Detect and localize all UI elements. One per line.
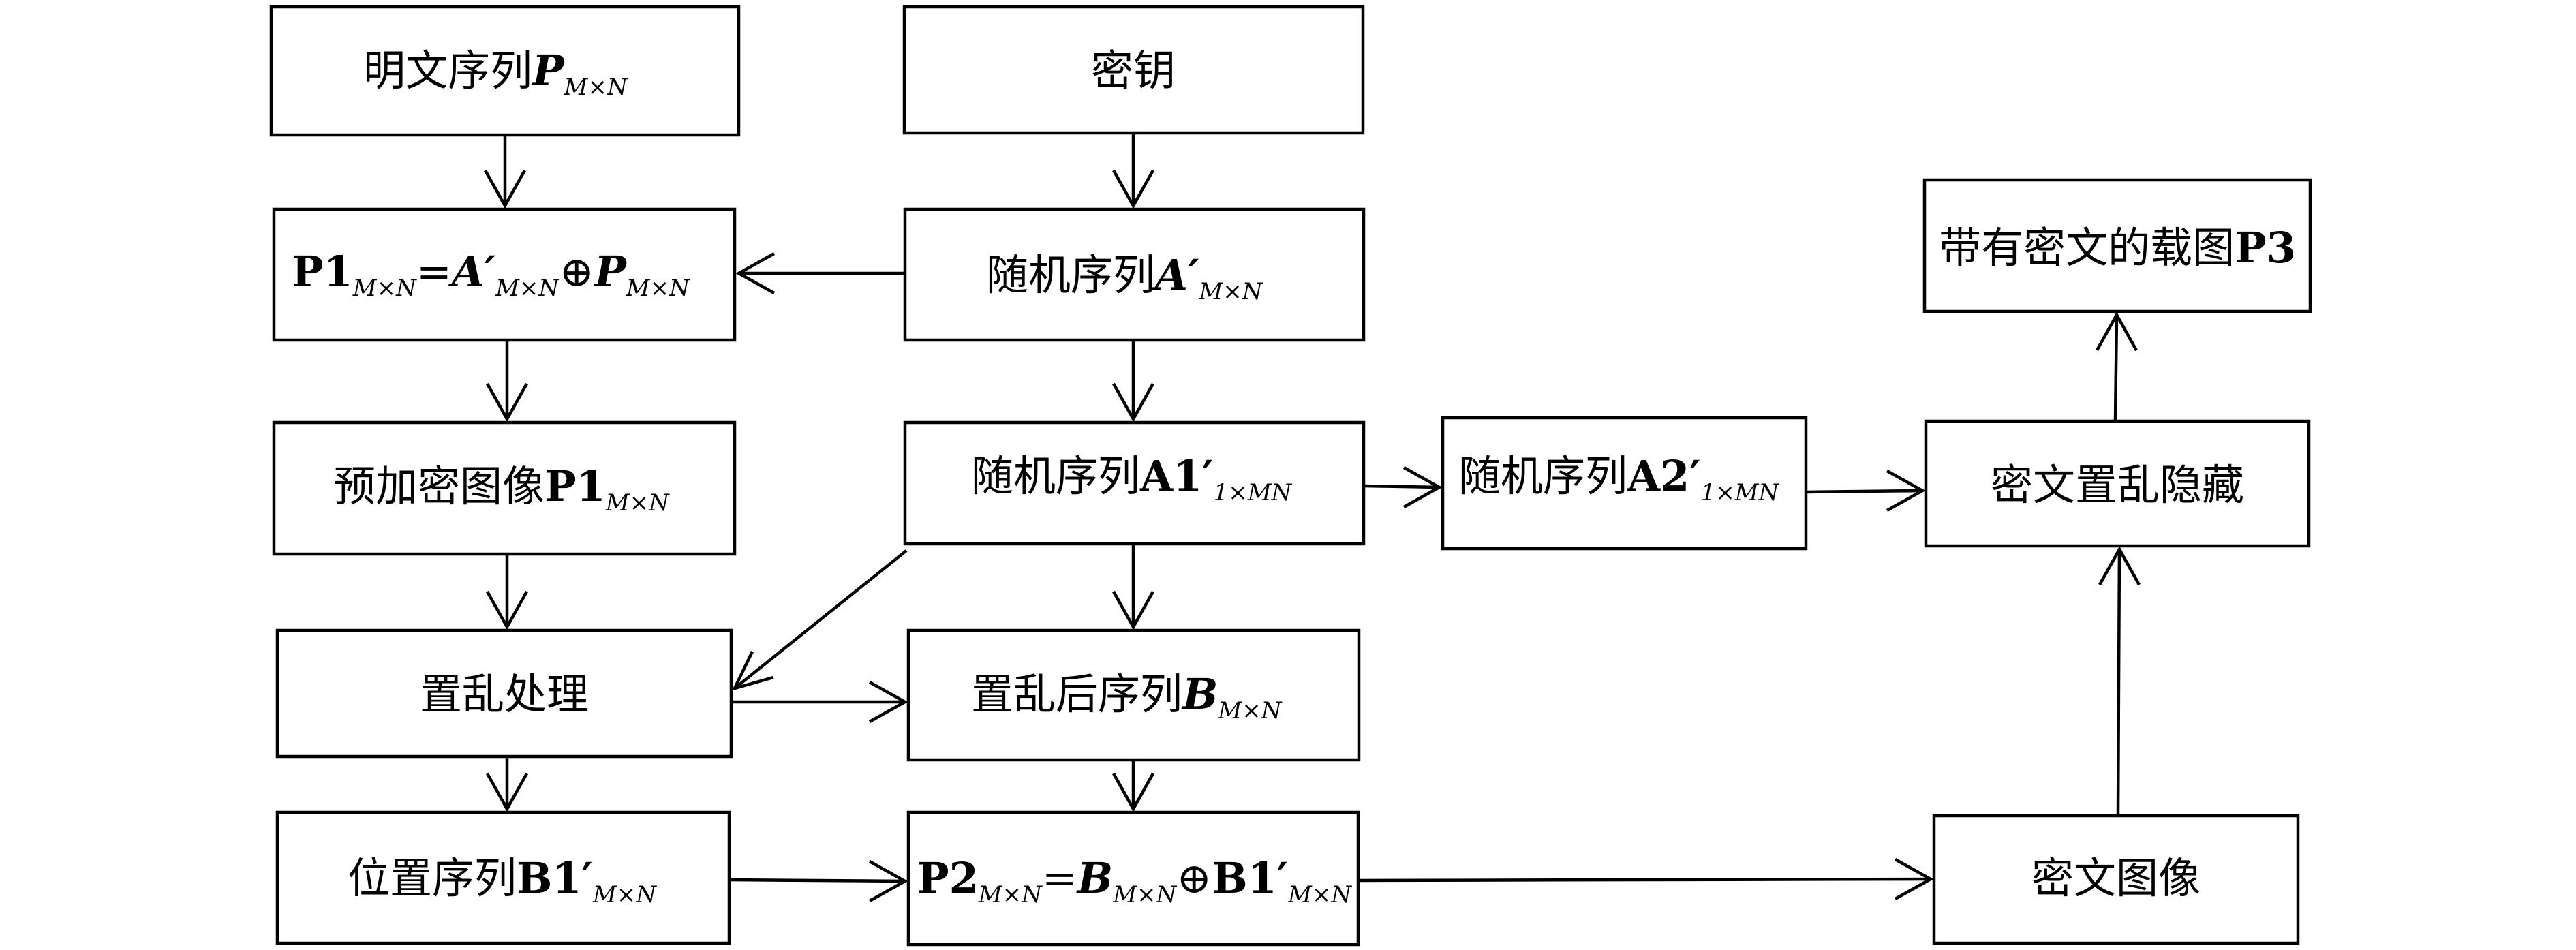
p2-formula-b-sub: M×N	[1112, 881, 1177, 908]
scramble-label: 置乱处理	[420, 669, 589, 719]
p1-formula-lhs: P1	[292, 247, 353, 296]
arrow-random-a-to-a1	[1112, 340, 1154, 423]
carrier-p3-label: 带有密文的载图	[1939, 223, 2235, 273]
p2-formula-op: ⊕	[1176, 853, 1212, 903]
flow-arrows	[484, 133, 2141, 902]
p1-formula-op: ⊕	[559, 247, 594, 296]
arrow-a1-to-a2	[1363, 466, 1443, 508]
p1-formula-p-sub: M×N	[626, 275, 690, 302]
svg-text:随机序列A′M×N: 随机序列A′M×N	[986, 250, 1263, 305]
svg-text:随机序列A2′1×MN: 随机序列A2′1×MN	[1458, 451, 1780, 506]
svg-text:带有密文的载图P3: 带有密文的载图P3	[1939, 223, 2296, 273]
node-random-a2: 随机序列A2′1×MN	[1441, 416, 1808, 551]
svg-text:置乱后序列BM×N: 置乱后序列BM×N	[971, 669, 1283, 724]
random-a1-var: A1′	[1139, 451, 1214, 501]
plaintext-sub: M×N	[564, 74, 628, 101]
node-pre-encrypt: 预加密图像P1M×N	[272, 420, 737, 556]
node-scramble: 置乱处理	[275, 628, 733, 759]
position-b1-label: 位置序列	[348, 853, 517, 903]
p2-formula-lhs: P2	[917, 853, 979, 903]
arrow-cipher-image-to-scramble-hide	[2098, 546, 2141, 816]
node-position-b1: 位置序列B1′M×N	[275, 810, 731, 945]
p2-formula-b: B	[1076, 853, 1113, 903]
svg-text:明文序列PM×N: 明文序列PM×N	[363, 46, 628, 101]
position-b1-sub: M×N	[592, 881, 657, 908]
arrow-scramble-to-position-b1	[486, 756, 528, 812]
arrow-a1-to-scramble	[731, 549, 908, 691]
node-p1-formula: P1M×N=A′M×N⊕PM×N	[272, 207, 737, 342]
p1-formula-lhs-sub: M×N	[352, 275, 417, 302]
random-a2-sub: 1×MN	[1701, 479, 1780, 506]
cipher-image-label: 密文图像	[2031, 853, 2201, 903]
random-a-var: A′	[1152, 250, 1199, 300]
p1-formula-a: A′	[448, 247, 495, 296]
plaintext-var: P	[531, 46, 566, 95]
svg-text:P2M×N=BM×N⊕B1′M×N: P2M×N=BM×N⊕B1′M×N	[917, 853, 1352, 908]
scrambled-b-label: 置乱后序列	[971, 669, 1182, 719]
arrow-position-b1-to-p2	[729, 860, 908, 902]
p1-formula-p: P	[593, 247, 628, 296]
node-cipher-image: 密文图像	[1932, 814, 2300, 945]
p2-formula-lhs-sub: M×N	[978, 881, 1043, 908]
arrow-a1-to-scrambled-b	[1112, 544, 1154, 630]
scrambled-b-var: B	[1181, 669, 1218, 719]
carrier-p3-var: P3	[2235, 223, 2296, 273]
arrow-p1-to-pre-encrypt	[486, 340, 528, 423]
node-key: 密钥	[902, 5, 1365, 135]
node-carrier-p3: 带有密文的载图P3	[1922, 178, 2312, 313]
svg-text:预加密图像P1M×N: 预加密图像P1M×N	[333, 461, 670, 517]
pre-encrypt-sub: M×N	[605, 489, 670, 517]
node-random-a: 随机序列A′M×N	[903, 207, 1366, 342]
random-a1-sub: 1×MN	[1214, 479, 1293, 506]
random-a2-var: A2′	[1627, 451, 1701, 501]
key-label: 密钥	[1091, 46, 1176, 95]
p2-formula-b1: B1′	[1212, 853, 1288, 903]
arrow-scramble-to-scrambled-b	[731, 681, 908, 723]
arrow-scramble-hide-to-p3	[2096, 311, 2138, 422]
p2-formula-eq: =	[1042, 853, 1077, 903]
p2-formula-b1-sub: M×N	[1287, 881, 1352, 908]
scrambled-b-sub: M×N	[1217, 697, 1282, 724]
node-p2-formula: P2M×N=BM×N⊕B1′M×N	[906, 810, 1360, 947]
svg-text:随机序列A1′1×MN: 随机序列A1′1×MN	[971, 451, 1293, 506]
arrow-key-to-random-a	[1112, 133, 1154, 209]
position-b1-var: B1′	[517, 853, 593, 903]
node-scramble-hide: 密文置乱隐藏	[1924, 419, 2311, 548]
arrow-p2-to-cipher-image	[1358, 858, 1934, 900]
arrow-plaintext-to-p1	[484, 135, 526, 209]
node-random-a1: 随机序列A1′1×MN	[903, 420, 1366, 546]
random-a2-label: 随机序列	[1458, 451, 1627, 501]
svg-text:P1M×N=A′M×N⊕PM×N: P1M×N=A′M×N⊕PM×N	[292, 247, 690, 302]
node-plaintext: 明文序列PM×N	[269, 5, 741, 137]
scramble-hide-label: 密文置乱隐藏	[1991, 460, 2244, 510]
p1-formula-eq: =	[416, 247, 452, 296]
pre-encrypt-label: 预加密图像	[333, 461, 545, 511]
random-a1-label: 随机序列	[971, 451, 1140, 501]
arrow-pre-encrypt-to-scramble	[486, 554, 528, 630]
plaintext-label: 明文序列	[363, 46, 532, 95]
arrow-a2-to-scramble-hide	[1805, 470, 1926, 512]
svg-text:位置序列B1′M×N: 位置序列B1′M×N	[348, 853, 657, 908]
arrow-scrambled-b-to-p2	[1112, 760, 1154, 812]
node-scrambled-b: 置乱后序列BM×N	[906, 628, 1361, 762]
random-a-sub: M×N	[1198, 278, 1263, 305]
random-a-label: 随机序列	[986, 250, 1155, 300]
pre-encrypt-var: P1	[545, 461, 606, 511]
p1-formula-a-sub: M×N	[495, 275, 559, 302]
arrow-random-a-to-p1	[735, 252, 905, 294]
